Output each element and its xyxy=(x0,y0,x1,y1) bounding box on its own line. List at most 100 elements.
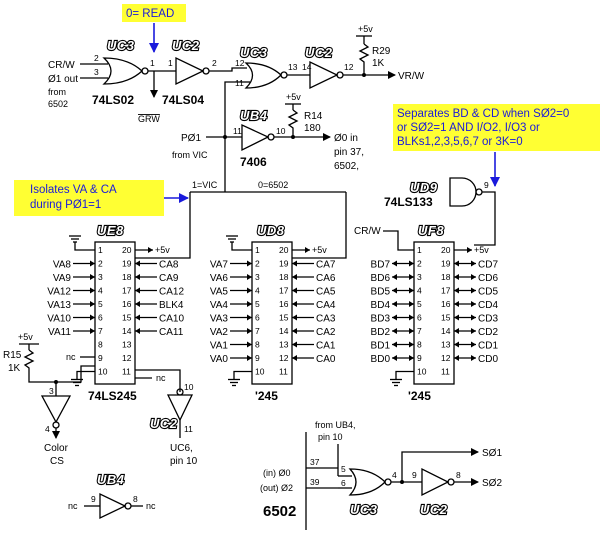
r14-label: R14 xyxy=(304,111,323,122)
ud8-left-pin-label: VA2 xyxy=(210,327,229,338)
svg-text:17: 17 xyxy=(279,286,289,296)
svg-text:13: 13 xyxy=(122,340,132,350)
svg-text:14: 14 xyxy=(441,326,451,336)
uf8-right-pin-label: CD1 xyxy=(478,341,498,352)
svg-text:5: 5 xyxy=(341,464,346,474)
r15-value: 1K xyxy=(8,363,21,374)
ub4-label: UB4 xyxy=(240,108,268,123)
ud8-left-pin-label: VA7 xyxy=(210,260,229,271)
from-6502-label: 6502 xyxy=(48,99,68,109)
uc3-nor-gate-b: UC3 12 11 13 xyxy=(235,44,298,89)
isolates-line-1: Isolates VA & CA xyxy=(30,184,117,196)
r29-label: R29 xyxy=(372,46,391,57)
sphi2-label: SØ2 xyxy=(482,478,502,489)
ud9-label: UD9 xyxy=(410,180,438,195)
ud8-right-pin-label: CA6 xyxy=(316,273,336,284)
uf8-right-pin-label: CD6 xyxy=(478,273,498,284)
svg-text:9: 9 xyxy=(417,353,422,363)
zero-6502-label: 0=6502 xyxy=(258,180,288,190)
ud8-left-pin-label: VA3 xyxy=(210,314,229,325)
svg-text:4: 4 xyxy=(417,286,422,296)
svg-text:11: 11 xyxy=(279,367,288,377)
svg-text:13: 13 xyxy=(288,62,298,72)
separates-note-box xyxy=(393,104,600,151)
uf8-right-pin-label: CD3 xyxy=(478,314,498,325)
svg-text:9: 9 xyxy=(484,180,489,190)
ub4-inverter: UB4 11 10 7406 xyxy=(233,107,286,169)
svg-text:19: 19 xyxy=(441,259,451,269)
ue8-left-pin-label: VA13 xyxy=(47,300,71,311)
svg-text:18: 18 xyxy=(122,272,132,282)
svg-text:7: 7 xyxy=(255,326,260,336)
uf8-right-pin-label: CD7 xyxy=(478,260,498,271)
ue8-right-pin-label: BLK4 xyxy=(159,300,184,311)
svg-text:7: 7 xyxy=(417,326,422,336)
svg-text:18: 18 xyxy=(279,272,289,282)
svg-text:6: 6 xyxy=(417,313,422,323)
uf8-left-pin-label: BD6 xyxy=(371,273,391,284)
svg-text:17: 17 xyxy=(441,286,451,296)
uf8-right-pin-label: CD5 xyxy=(478,287,498,298)
isolates-note-box xyxy=(14,180,164,216)
ue8-left-pin-label: VA9 xyxy=(53,273,72,284)
ud8-left-pin-label: VA5 xyxy=(210,287,229,298)
svg-text:20: 20 xyxy=(441,245,451,255)
svg-text:10: 10 xyxy=(184,382,194,392)
ue8-right-pin-label: CA10 xyxy=(159,314,184,325)
in-phi0-label: (in) Ø0 xyxy=(263,468,291,478)
svg-text:7: 7 xyxy=(98,326,103,336)
ue8-right-pin-label: CA8 xyxy=(159,260,179,271)
svg-text:16: 16 xyxy=(279,299,289,309)
ud8-left-pin-label: VA4 xyxy=(210,300,229,311)
sphi1-label: SØ1 xyxy=(482,448,502,459)
svg-text:8: 8 xyxy=(456,470,461,480)
svg-text:1: 1 xyxy=(417,245,422,255)
uf8-left-pin-label: BD3 xyxy=(371,314,391,325)
svg-text:14: 14 xyxy=(122,326,132,336)
svg-text:20: 20 xyxy=(122,245,132,255)
read-note-box xyxy=(122,4,186,22)
svg-text:4: 4 xyxy=(392,470,397,480)
svg-text:9: 9 xyxy=(98,353,103,363)
ue8-left-pin-label: VA8 xyxy=(53,260,72,271)
cpu-label: 6502 xyxy=(263,503,296,520)
ud8-left-pin-label: VA6 xyxy=(210,273,229,284)
uc3-nor-gate-c: 4 UC3 xyxy=(348,468,397,518)
r15-label: R15 xyxy=(3,350,22,361)
ue8-left-pin-label: VA12 xyxy=(47,287,71,298)
svg-text:8: 8 xyxy=(98,340,103,350)
uf8-vcc-label: +5v xyxy=(474,245,489,255)
nc-label-d: nc xyxy=(146,501,156,511)
uf8-left-pin-label: BD1 xyxy=(371,341,391,352)
svg-text:12: 12 xyxy=(279,353,289,363)
uf8-label: UF8 xyxy=(418,223,444,238)
nc-label-a: nc xyxy=(66,352,76,362)
crw2-label: CR/W xyxy=(354,226,381,237)
svg-text:20: 20 xyxy=(279,245,289,255)
svg-text:39: 39 xyxy=(310,477,320,487)
read-note: 0= READ xyxy=(122,4,186,53)
svg-text:5: 5 xyxy=(417,299,422,309)
r14-supply: +5v xyxy=(286,92,301,102)
svg-text:16: 16 xyxy=(441,299,451,309)
svg-text:12: 12 xyxy=(344,62,354,72)
ud8-chip: UD8 '245 xyxy=(251,222,293,403)
svg-text:18: 18 xyxy=(441,272,451,282)
svg-text:4: 4 xyxy=(255,286,260,296)
p245b-label: '245 xyxy=(408,389,431,403)
svg-text:9: 9 xyxy=(255,353,260,363)
ls133-label: 74LS133 xyxy=(384,195,433,209)
svg-text:2: 2 xyxy=(98,259,103,269)
svg-text:10: 10 xyxy=(255,367,265,377)
svg-text:1: 1 xyxy=(255,245,260,255)
pin37-label: pin 37, xyxy=(334,147,364,158)
uc2-inverter-b: UC2 14 12 xyxy=(302,44,354,90)
svg-text:5: 5 xyxy=(255,299,260,309)
uf8-left-pin-label: BD0 xyxy=(371,354,391,365)
separates-note: Separates BD & CD when SØ2=0 or SØ2=1 AN… xyxy=(393,104,600,187)
svg-text:11: 11 xyxy=(235,78,244,88)
uc6-pin10-label: pin 10 xyxy=(170,456,198,467)
uf8-right-pin-label: CD4 xyxy=(478,300,498,311)
ue8-right-pin-label: CA9 xyxy=(159,273,179,284)
crw-label: CR/W xyxy=(48,60,75,71)
